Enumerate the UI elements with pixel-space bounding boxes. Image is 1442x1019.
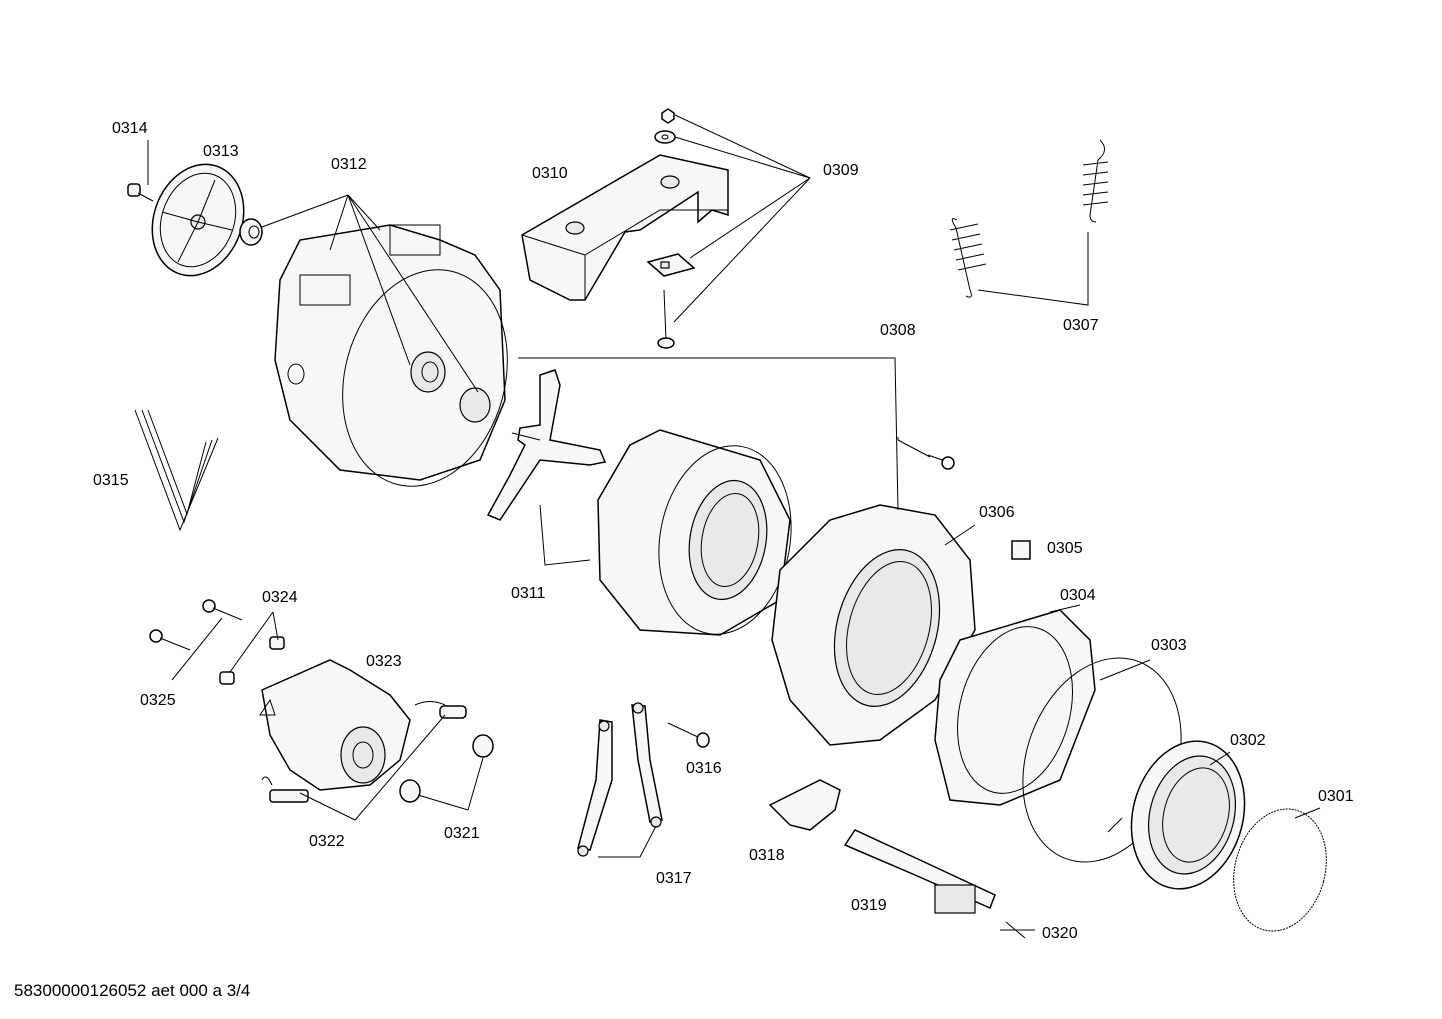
part-0301-wire-ring bbox=[1233, 808, 1327, 932]
label-0315: 0315 bbox=[93, 472, 129, 489]
part-0309-fixings bbox=[646, 108, 696, 349]
part-0315-belt bbox=[134, 409, 219, 532]
label-0305: 0305 bbox=[1047, 540, 1083, 557]
part-labels: 0314 0313 0312 0310 0309 0307 0308 0315 … bbox=[93, 120, 1354, 942]
part-0325-screws bbox=[149, 599, 243, 651]
document-footer-code: 58300000126052 aet 000 a 3/4 bbox=[14, 981, 251, 1000]
label-0320: 0320 bbox=[1042, 925, 1078, 942]
label-0307: 0307 bbox=[1063, 317, 1099, 334]
part-0311-spider bbox=[486, 369, 607, 521]
label-0322: 0322 bbox=[309, 833, 345, 850]
label-0325: 0325 bbox=[140, 692, 176, 709]
label-0312: 0312 bbox=[331, 156, 367, 173]
label-0311: 0311 bbox=[511, 585, 546, 602]
part-0304-gasket bbox=[934, 609, 1096, 806]
part-0318-bracket bbox=[768, 779, 841, 831]
label-0310: 0310 bbox=[532, 165, 568, 182]
label-0313: 0313 bbox=[203, 143, 239, 160]
label-0314: 0314 bbox=[112, 120, 148, 137]
label-0301: 0301 bbox=[1318, 788, 1354, 805]
part-0314-screw bbox=[127, 183, 154, 202]
label-0323: 0323 bbox=[366, 653, 402, 670]
part-0323-motor bbox=[259, 659, 467, 791]
part-0321-bushes bbox=[399, 734, 494, 803]
label-0304: 0304 bbox=[1060, 587, 1096, 604]
label-0319: 0319 bbox=[851, 897, 887, 914]
part-0322-brush bbox=[261, 776, 309, 803]
label-0309: 0309 bbox=[823, 162, 859, 179]
part-0317-shock-absorbers bbox=[577, 702, 663, 857]
leader-lines bbox=[147, 114, 1321, 931]
label-0308: 0308 bbox=[880, 322, 916, 339]
label-0316: 0316 bbox=[686, 760, 722, 777]
label-0321: 0321 bbox=[444, 825, 480, 842]
part-0324-bushes bbox=[219, 636, 285, 685]
part-0316-pin bbox=[667, 722, 710, 748]
part-drum bbox=[597, 429, 792, 636]
part-0319-heater bbox=[843, 829, 996, 914]
part-0305-block bbox=[1011, 540, 1031, 560]
label-0324: 0324 bbox=[262, 589, 298, 606]
label-0302: 0302 bbox=[1230, 732, 1266, 749]
part-0312-rear-tub bbox=[274, 224, 508, 487]
part-0312-bearing bbox=[239, 218, 263, 246]
part-0310-counterweight bbox=[521, 154, 729, 301]
label-0306: 0306 bbox=[979, 504, 1015, 521]
part-0306-front-tub bbox=[771, 504, 1031, 746]
part-0308-bolt bbox=[927, 454, 955, 470]
label-0303: 0303 bbox=[1151, 637, 1187, 654]
part-0313-pulley bbox=[151, 163, 245, 277]
part-0307-springs bbox=[949, 139, 1109, 298]
part-0302-door-seal bbox=[1130, 740, 1246, 890]
label-0318: 0318 bbox=[749, 847, 785, 864]
label-0317: 0317 bbox=[656, 870, 692, 887]
